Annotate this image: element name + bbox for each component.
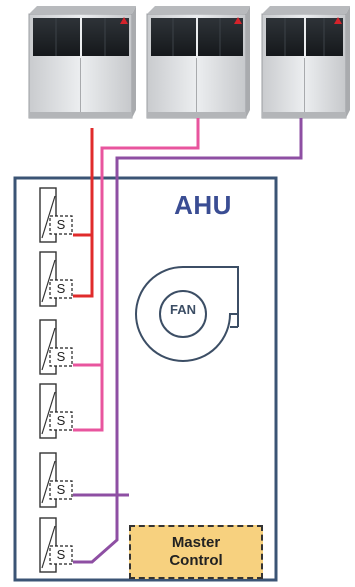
sensor-label: S	[52, 281, 70, 297]
sensor-label: S	[52, 413, 70, 429]
outdoor-unit-2	[147, 6, 250, 118]
outdoor-unit-3	[262, 6, 350, 118]
fan-label: FAN	[159, 302, 207, 317]
outdoor-unit-icon	[262, 6, 350, 118]
sensor-label: S	[52, 349, 70, 365]
outdoor-unit-icon	[29, 6, 136, 118]
ahu-label: AHU	[148, 190, 258, 221]
master-control-box: Master Control	[129, 525, 263, 579]
sensor-label: S	[52, 482, 70, 498]
outdoor-unit-1	[29, 6, 136, 118]
sensor-label: S	[52, 547, 70, 563]
outdoor-unit-icon	[147, 6, 250, 118]
master-control-line2: Control	[169, 552, 222, 570]
master-control-line1: Master	[172, 534, 220, 552]
sensor-label: S	[52, 217, 70, 233]
